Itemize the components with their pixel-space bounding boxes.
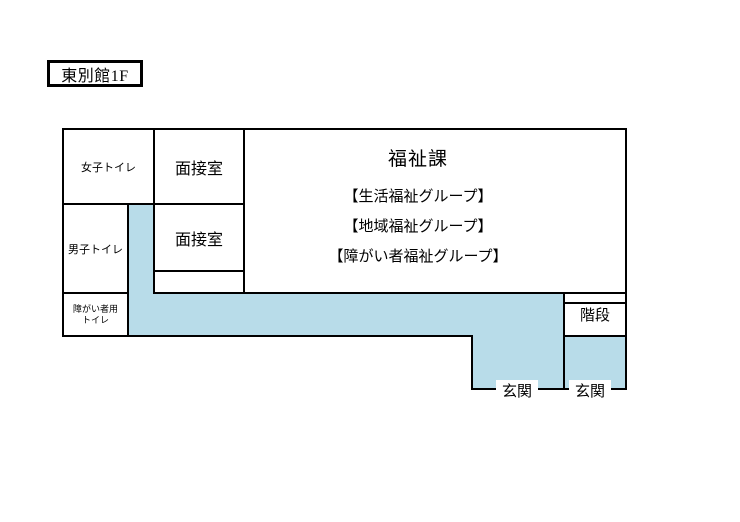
floor-title: 東別館1F — [47, 60, 143, 87]
welfare-group-shogaisha: 【障がい者福祉グループ】 — [328, 249, 508, 265]
room-empty-strip — [153, 270, 245, 294]
outline-bottom-right — [473, 388, 627, 390]
room-interview-1-label: 面接室 — [174, 160, 223, 178]
stairs-section-bottom-strip — [563, 325, 627, 337]
entrance-left-label: 玄関 — [501, 384, 532, 400]
floor-title-label: 東別館1F — [61, 67, 129, 85]
accessible-toilet-line1: 障がい者用 — [72, 303, 118, 314]
outline-bottom-left — [62, 335, 473, 337]
room-interview-1: 面接室 — [153, 128, 245, 205]
room-accessible-toilet: 障がい者用 トイレ — [62, 292, 129, 337]
welfare-group-seikatsu: 【生活福祉グループ】 — [343, 189, 493, 205]
room-women-toilet-label: 女子トイレ — [81, 161, 136, 174]
room-stairs: 階段 — [563, 302, 627, 327]
room-women-toilet: 女子トイレ — [62, 128, 155, 205]
room-interview-2-label: 面接室 — [174, 231, 223, 249]
corridor-horizontal — [127, 292, 563, 337]
room-stairs-label: 階段 — [579, 308, 610, 324]
entrance-right-label: 玄関 — [574, 384, 605, 400]
room-accessible-toilet-label: 障がい者用 トイレ — [73, 304, 118, 326]
room-welfare-division: 福祉課 【生活福祉グループ】 【地域福祉グループ】 【障がい者福祉グループ】 — [243, 128, 627, 294]
welfare-division-title: 福祉課 — [387, 149, 448, 170]
entrance-right: 玄関 — [569, 380, 611, 401]
room-men-toilet-label: 男子トイレ — [68, 243, 123, 256]
room-interview-2: 面接室 — [153, 203, 245, 272]
welfare-group-chiiki: 【地域福祉グループ】 — [343, 219, 493, 235]
room-men-toilet: 男子トイレ — [62, 203, 129, 294]
stairs-section-top-strip — [563, 292, 627, 304]
outline-step — [471, 337, 473, 390]
accessible-toilet-line2: トイレ — [81, 314, 109, 325]
entrance-left: 玄関 — [496, 380, 538, 401]
